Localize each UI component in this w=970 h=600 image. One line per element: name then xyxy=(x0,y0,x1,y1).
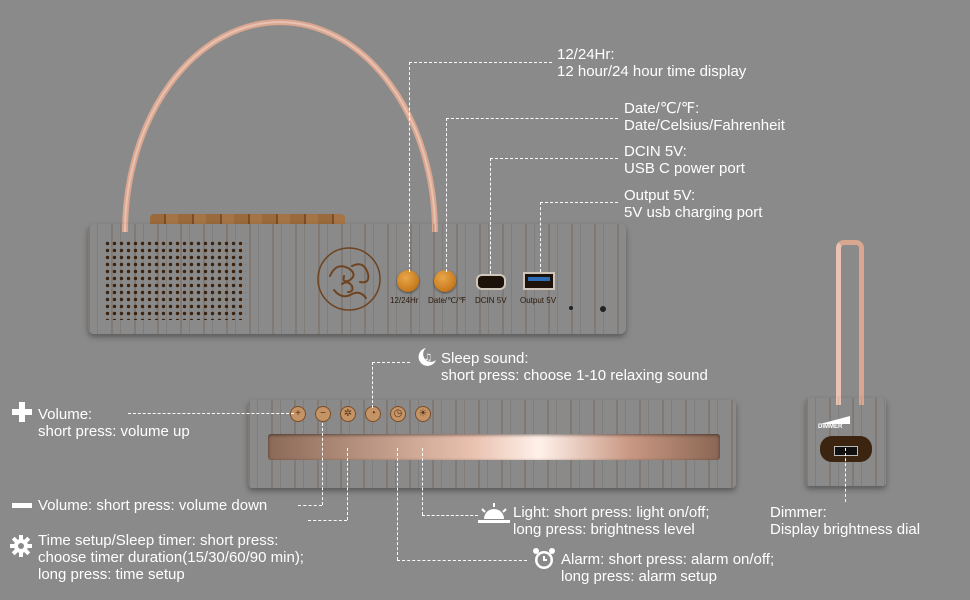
gear-icon xyxy=(10,535,32,557)
callout-light: Light: short press: light on/off;long pr… xyxy=(513,504,710,538)
leader-alarm xyxy=(397,448,398,560)
1224hr-port-label: 12/24Hr xyxy=(390,296,419,305)
top-button-row xyxy=(150,214,350,226)
leader-dimmer xyxy=(845,448,846,502)
alarm-clock-icon xyxy=(533,548,555,569)
callout-dimmer: Dimmer:Display brightness dial xyxy=(770,504,921,538)
leader-sleep-h xyxy=(372,362,410,363)
leader-dcin xyxy=(490,158,491,274)
reset-hole xyxy=(600,306,606,312)
leader-output-h xyxy=(540,202,618,203)
volume-down-button[interactable]: − xyxy=(315,406,331,422)
sunrise-icon xyxy=(478,503,510,523)
leader-light xyxy=(422,448,423,515)
ornament-logo xyxy=(317,247,381,311)
leader-alarm-h xyxy=(397,560,527,561)
leader-time-setup xyxy=(347,448,348,520)
time-setup-button[interactable]: ✲ xyxy=(340,406,356,422)
leader-volume-down-h xyxy=(298,505,322,506)
moon-note-icon: ♫ xyxy=(418,348,436,366)
callout-1224hr: 12/24Hr:12 hour/24 hour time display xyxy=(557,46,747,80)
callout-dcin: DCIN 5V:USB C power port xyxy=(624,143,745,177)
leader-1224-h xyxy=(409,62,552,63)
dcin-port-label: DCIN 5V xyxy=(475,296,507,305)
sleep-sound-button[interactable]: ◔ xyxy=(365,406,381,422)
leader-volume-down xyxy=(322,423,323,505)
alarm-button[interactable]: ◷ xyxy=(390,406,406,422)
light-button[interactable]: ☀ xyxy=(415,406,431,422)
leader-volume-up xyxy=(128,413,294,414)
leader-sleep xyxy=(372,362,373,408)
dimmer-scale xyxy=(820,416,850,424)
usb-a-port[interactable] xyxy=(523,272,555,290)
svg-text:♫: ♫ xyxy=(424,353,432,363)
handle-arc xyxy=(122,19,438,233)
handle-top xyxy=(268,434,720,460)
1224hr-button[interactable] xyxy=(397,270,419,292)
dimmer-dial[interactable] xyxy=(834,446,858,456)
callout-output: Output 5V:5V usb charging port xyxy=(624,187,763,221)
callout-alarm: Alarm: short press: alarm on/off;long pr… xyxy=(561,551,775,585)
speaker-grill xyxy=(104,240,246,320)
handle-side xyxy=(836,240,864,405)
leader-dcin-h xyxy=(490,158,618,159)
leader-time-setup-h xyxy=(308,520,347,521)
callout-volume-up: Volume:short press: volume up xyxy=(38,406,190,440)
leader-1224 xyxy=(409,62,410,272)
leader-date xyxy=(446,118,447,272)
dimmer-recess xyxy=(820,436,872,462)
callout-sleep-sound: Sleep sound:short press: choose 1-10 rel… xyxy=(441,350,708,384)
output-port-label: Output 5V xyxy=(520,296,557,305)
usb-c-port[interactable] xyxy=(476,274,506,290)
volume-up-button[interactable]: + xyxy=(290,406,306,422)
leader-output xyxy=(540,202,541,272)
callout-time-setup: Time setup/Sleep timer: short press:choo… xyxy=(38,532,304,583)
date-temp-button[interactable] xyxy=(434,270,456,292)
dimmer-text: DIMMER xyxy=(818,424,843,430)
minus-icon xyxy=(12,503,32,508)
mic-hole xyxy=(569,306,573,310)
callout-volume-down: Volume: short press: volume down xyxy=(38,497,268,514)
date-temp-port-label: Date/℃/℉ xyxy=(428,296,466,305)
leader-date-h xyxy=(446,118,618,119)
callout-date-temp: Date/℃/℉:Date/Celsius/Fahrenheit xyxy=(624,100,785,134)
plus-icon xyxy=(12,402,32,422)
leader-light-h xyxy=(422,515,478,516)
